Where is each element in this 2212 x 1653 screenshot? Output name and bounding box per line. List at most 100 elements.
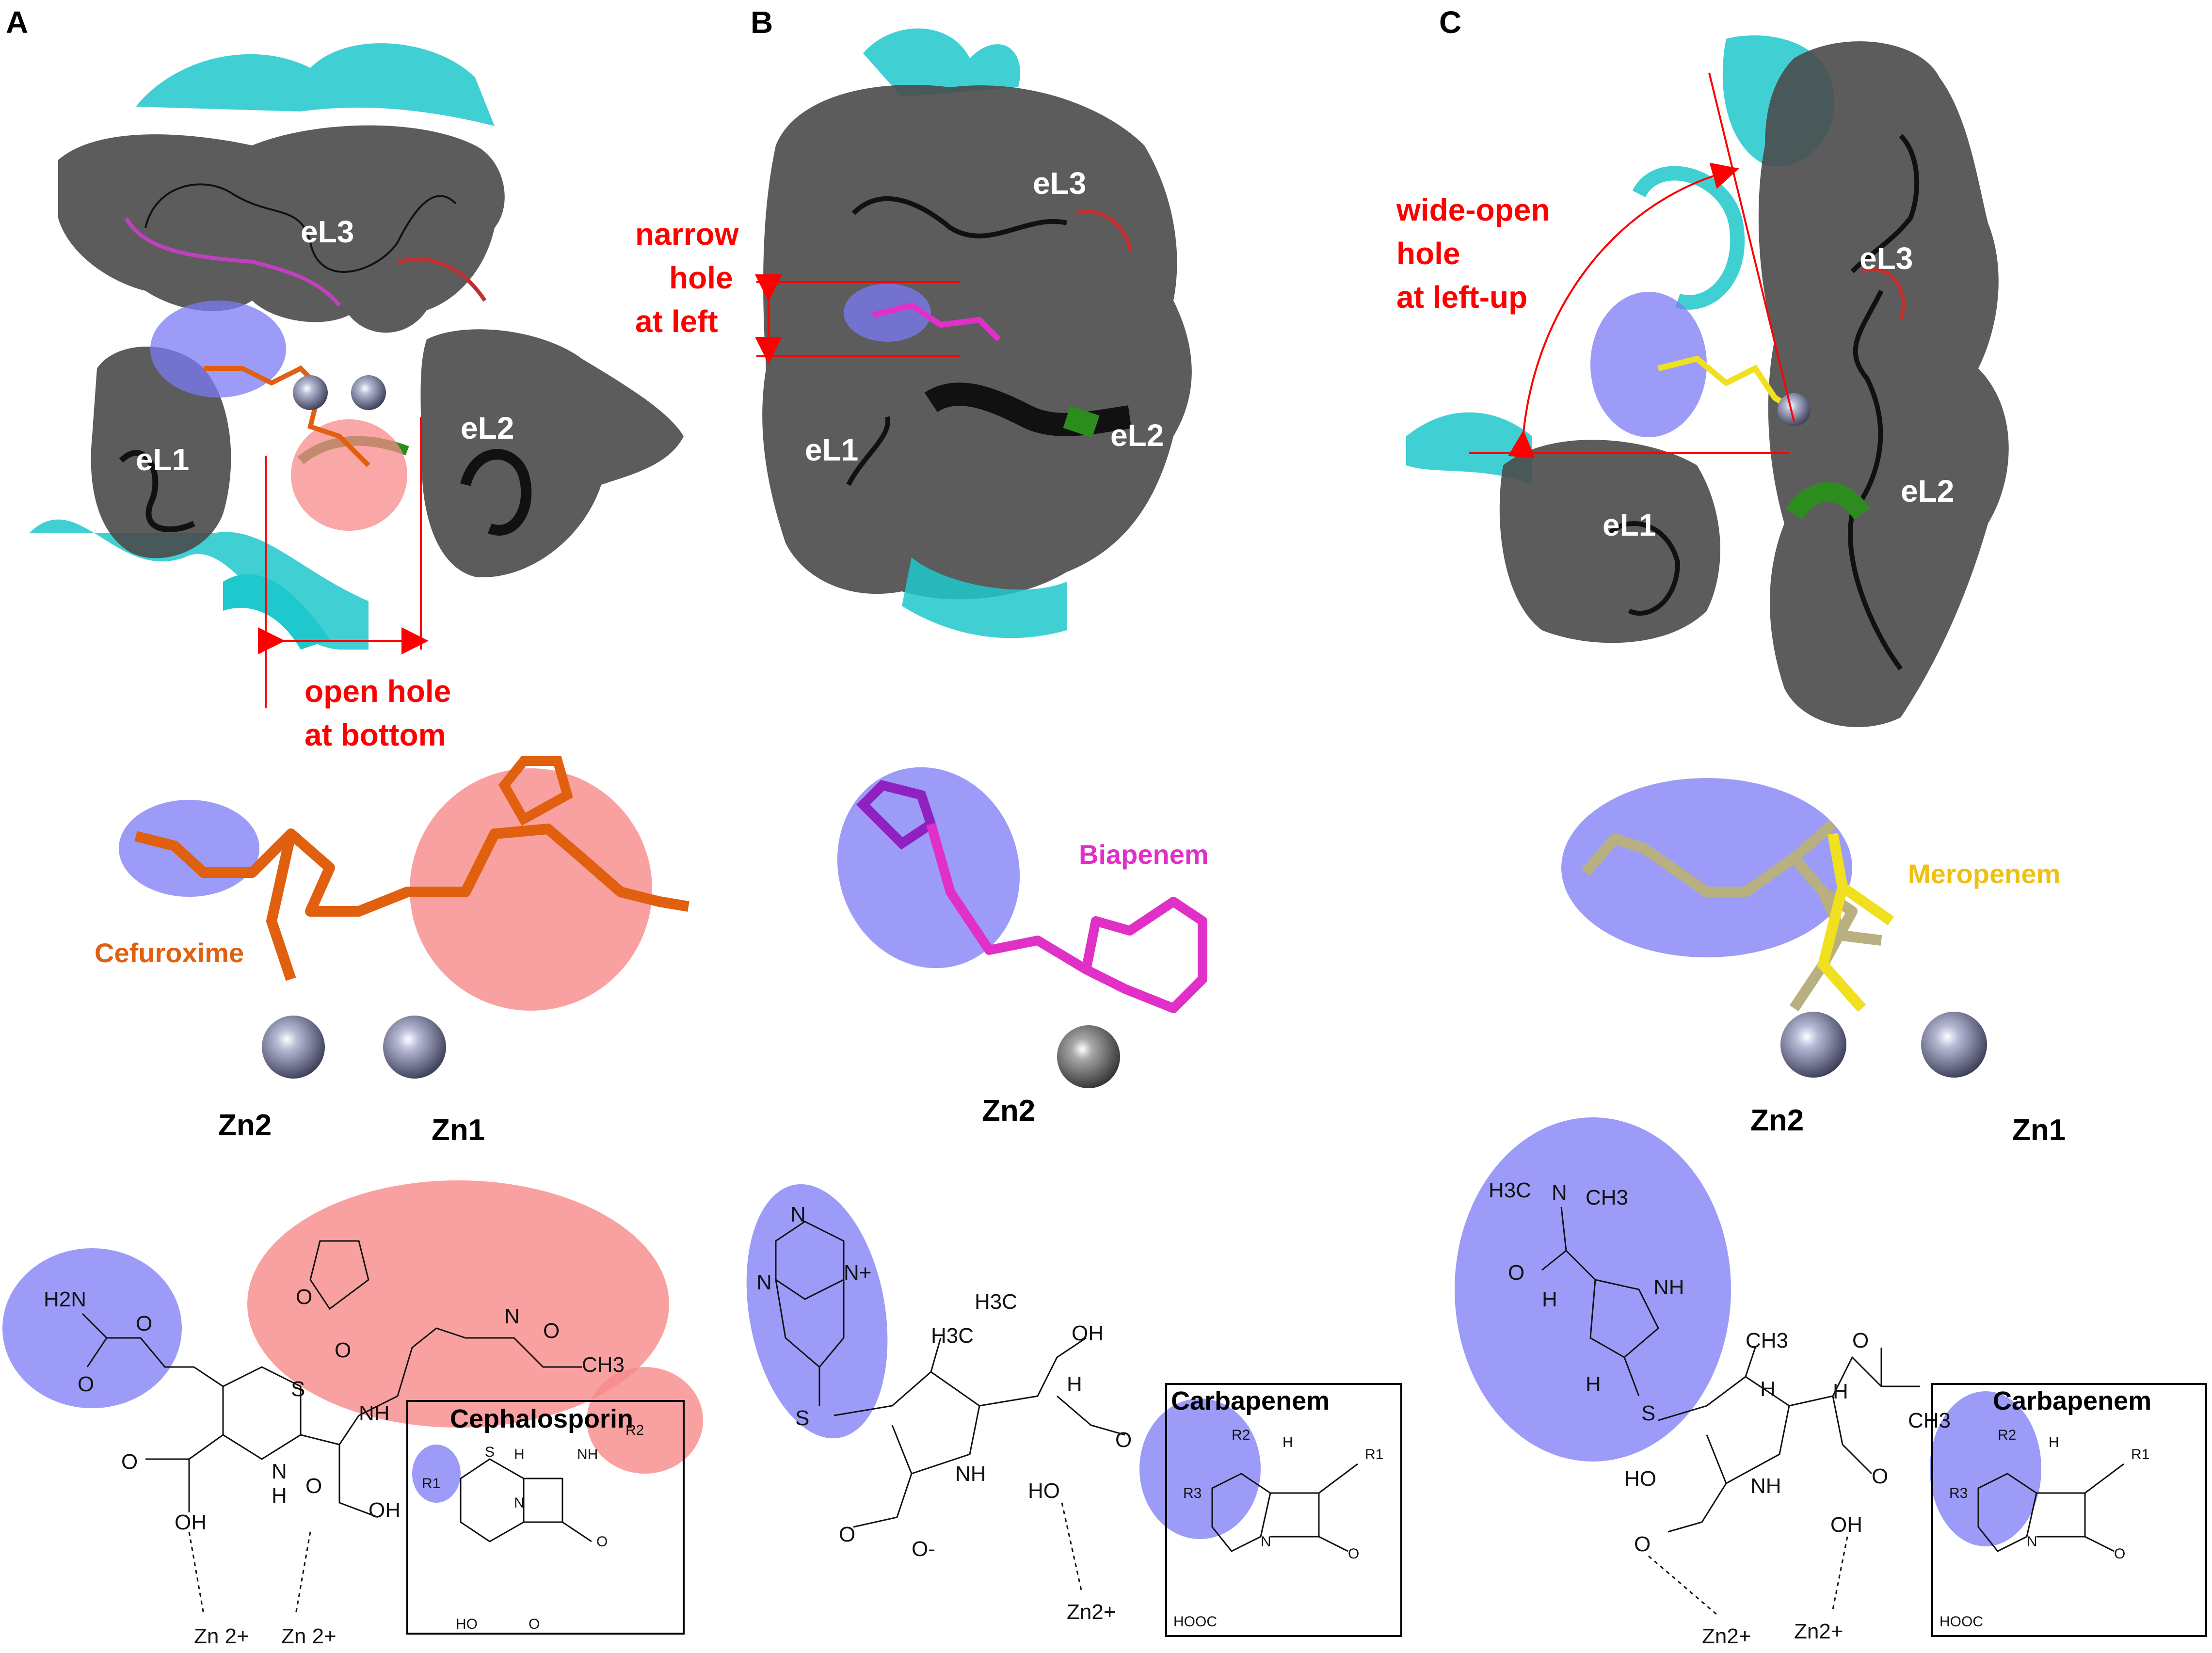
core-r3-c: R3 xyxy=(1949,1485,1968,1501)
zn1-label-a: Zn1 xyxy=(432,1113,485,1147)
chem-n2-b: N xyxy=(756,1271,772,1294)
core-box-b xyxy=(1165,1383,1402,1637)
chem-oh1-a: OH xyxy=(175,1510,207,1534)
blue-region-ligand-b xyxy=(837,767,1020,969)
chem-h1-c: H xyxy=(1542,1287,1557,1311)
note-line3-c: at left-up xyxy=(1396,280,1527,315)
zn2-label-c: Zn2 xyxy=(1750,1104,1804,1137)
core-r1-c: R1 xyxy=(2131,1446,2149,1462)
chem-h-b: H xyxy=(1067,1372,1082,1396)
zn2-label-a: Zn2 xyxy=(218,1109,272,1142)
dimension-line-diag-c xyxy=(1708,72,1795,422)
chem-s-a: S xyxy=(291,1377,305,1401)
el2-label-a: eL2 xyxy=(461,411,514,445)
protein-structure-b: eL3 eL1 eL2 narrow hole at left xyxy=(635,28,1192,638)
chem-h3c2-b: H3C xyxy=(975,1290,1017,1314)
chem-o4-c: O xyxy=(1872,1464,1888,1488)
core-h-b: H xyxy=(1282,1434,1293,1450)
core-o-a: O xyxy=(596,1534,608,1550)
loop-el2-c xyxy=(1848,289,1903,670)
protein-structure-c: eL3 eL1 eL2 wide-open hole at left-up xyxy=(1396,35,2009,728)
chem-h3-c: H xyxy=(1760,1377,1776,1401)
zn1-label-c: Zn1 xyxy=(2012,1113,2066,1147)
chem-n2-a: N xyxy=(504,1304,520,1328)
chem-nh-a: NH xyxy=(359,1401,390,1425)
core-n-a: N xyxy=(514,1495,525,1511)
surface-right-c xyxy=(1758,41,2009,728)
blue-region-ligand-a xyxy=(119,800,259,897)
surface-top-a xyxy=(58,125,505,333)
chem-ho-c: HO xyxy=(1624,1467,1656,1491)
blue-region-chem-b xyxy=(746,1184,888,1439)
note-line3-b: at left xyxy=(635,304,718,339)
el1-label-a: eL1 xyxy=(136,442,189,477)
surface-right-a xyxy=(420,329,684,577)
chem-o7-a: O xyxy=(296,1285,312,1309)
core-r2-b: R2 xyxy=(1232,1427,1250,1443)
note-line1-b: narrow xyxy=(635,217,739,252)
chem-oh-c: OH xyxy=(1830,1513,1862,1537)
chem-zn-b: Zn2+ xyxy=(1067,1600,1116,1624)
chem-o5-a: O xyxy=(335,1338,351,1362)
chem-zn-a2: Zn 2+ xyxy=(281,1624,337,1648)
note-line2-b: hole xyxy=(669,260,733,295)
chem-h2-c: H xyxy=(1586,1372,1601,1396)
ligand-closeup-c: Meropenem Zn2 Zn1 xyxy=(1561,778,2066,1147)
chem-o2-a: O xyxy=(136,1312,152,1335)
core-r2-a: R2 xyxy=(625,1422,644,1438)
chem-h-a: H xyxy=(272,1484,287,1508)
loop-el1-c xyxy=(1608,521,1681,616)
blue-region-chem-a xyxy=(2,1248,182,1408)
chem-oh2-a: OH xyxy=(369,1498,401,1522)
protein-structure-a: eL3 eL1 eL2 open hole at bottom xyxy=(29,43,684,752)
loop-el2-a xyxy=(460,449,532,536)
core-r1-b: R1 xyxy=(1365,1446,1383,1462)
chem-ominus-b: O- xyxy=(912,1537,935,1561)
chem-n-a: N xyxy=(272,1460,287,1483)
red-region-ligand-a xyxy=(410,768,652,1011)
core-r2-c: R2 xyxy=(1998,1427,2016,1443)
surface-left-c xyxy=(1499,440,1720,643)
core-ho-a: HO xyxy=(456,1616,478,1632)
chemical-structure-a: H2N O O S N H NH O OH O OH O N O CH3 O Z… xyxy=(2,1180,703,1648)
core-r3-b: R3 xyxy=(1183,1485,1202,1501)
chem-n-c: N xyxy=(1552,1181,1567,1205)
chem-ch3-right-c: CH3 xyxy=(1908,1409,1951,1432)
zinc-atom-zn1-a xyxy=(383,1016,446,1079)
chem-o3-a: O xyxy=(121,1450,138,1474)
el3-label-b: eL3 xyxy=(1033,166,1086,201)
panel-c: C eL3 eL1 eL2 wide-open hole at left-up xyxy=(1396,5,2207,1648)
chem-nplus-b: N+ xyxy=(844,1261,871,1285)
drug-name-a: Cefuroxime xyxy=(95,938,244,968)
chem-ch3-a: CH3 xyxy=(582,1353,625,1377)
surface-left-a xyxy=(91,347,231,558)
el3-label-a: eL3 xyxy=(301,214,354,249)
core-s-a: S xyxy=(485,1444,495,1460)
chem-nh2-c: NH xyxy=(1750,1474,1781,1498)
core-n-c: N xyxy=(2027,1534,2037,1550)
chemical-structure-c: H3C N CH3 O H NH H S CH3 H H O CH3 NH HO… xyxy=(1455,1117,2207,1648)
zinc-atom-zn2-a xyxy=(262,1016,325,1079)
core-title-a: Cephalosporin xyxy=(450,1404,633,1433)
el1-label-c: eL1 xyxy=(1603,508,1656,542)
zinc-atom-zn2-b xyxy=(1057,1025,1120,1088)
red-region-a xyxy=(291,419,407,531)
chem-zn-a1: Zn 2+ xyxy=(194,1624,249,1648)
core-box-c xyxy=(1931,1383,2207,1637)
core-oh-a: O xyxy=(529,1616,540,1632)
chem-s-c: S xyxy=(1641,1401,1655,1425)
loop-el3-a xyxy=(144,183,457,273)
drug-name-b: Biapenem xyxy=(1079,839,1209,870)
chem-ch3-top-c: CH3 xyxy=(1586,1186,1628,1209)
el2-label-c: eL2 xyxy=(1901,474,1954,509)
red-region-chem-a xyxy=(247,1180,669,1428)
zinc-atom-zn1-c xyxy=(1921,1012,1987,1078)
loop-el1-b xyxy=(846,416,891,486)
ligand-closeup-b: Biapenem Zn2 xyxy=(837,767,1209,1128)
surface-b xyxy=(762,85,1192,600)
core-hooc-b: HOOC xyxy=(1173,1614,1217,1630)
blue-region-c xyxy=(1590,292,1707,437)
chem-o2-c: O xyxy=(1852,1329,1869,1352)
core-r1-a: R1 xyxy=(422,1476,440,1492)
